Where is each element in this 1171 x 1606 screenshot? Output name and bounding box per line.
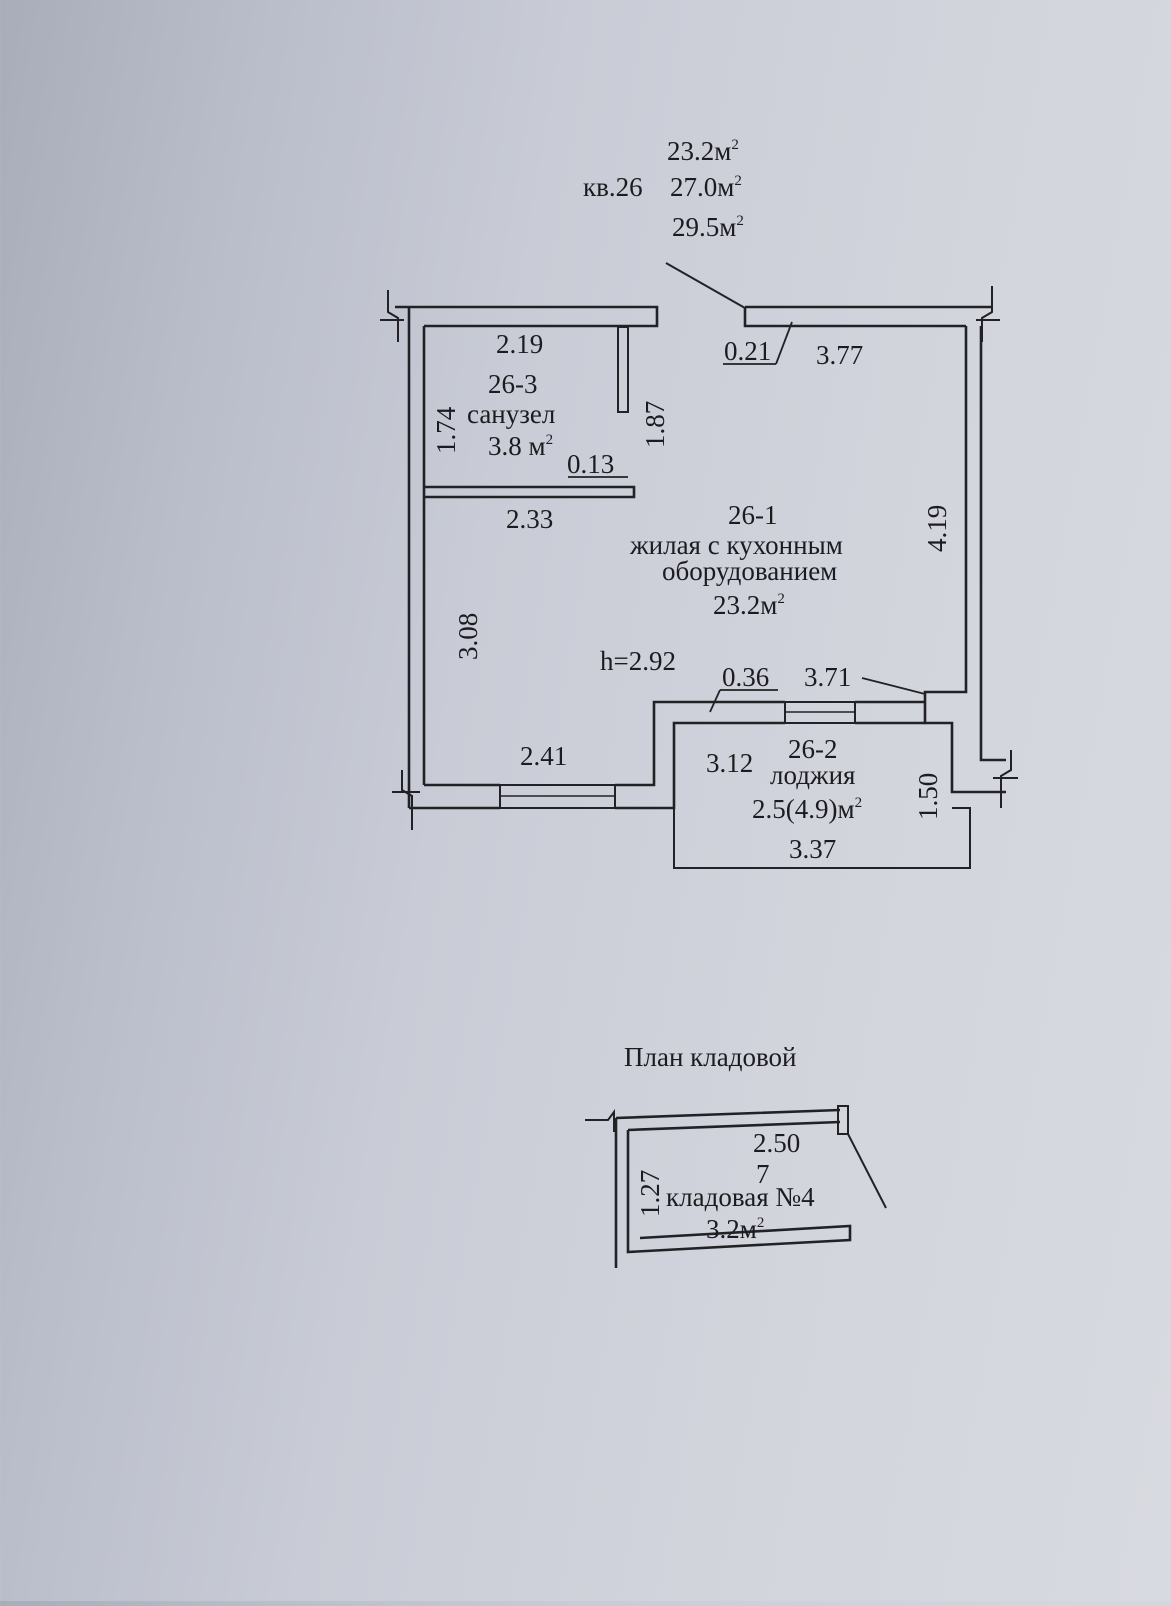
wall-loggia-recess xyxy=(615,700,785,810)
room-living-area: 23.2м xyxy=(713,590,777,620)
dim-below-bath: 2.33 xyxy=(506,504,553,534)
dim-window-left: 2.41 xyxy=(520,741,567,771)
room-loggia-label: 26-2 лоджия 2.5(4.9)м2 xyxy=(752,734,862,824)
svg-text:23.2м2: 23.2м2 xyxy=(667,136,739,166)
sup-2: 2 xyxy=(731,137,739,153)
dim-loggia-side: 1.50 xyxy=(913,773,943,820)
dim-living-left: 3.08 xyxy=(453,613,483,660)
room-loggia-area: 2.5(4.9)м xyxy=(752,794,855,824)
room-bath-area: 3.8 м xyxy=(488,431,546,461)
svg-text:23.2м2: 23.2м2 xyxy=(713,590,785,620)
dimension-labels: 2.19 1.74 1.87 0.13 0.21 3.77 4.19 2.33 … xyxy=(431,321,952,864)
wall-break-right-top xyxy=(976,286,1000,342)
header-leader-line xyxy=(665,262,746,309)
sup-2: 2 xyxy=(734,173,742,189)
storage-wall-right-post xyxy=(837,1105,849,1135)
storage-wall-outer xyxy=(614,1118,852,1268)
wall-loggia-right xyxy=(855,700,925,725)
storage-room-name: кладовая №4 xyxy=(666,1182,815,1212)
storage-wall-top xyxy=(615,1108,841,1132)
dim-loggia-step-slash xyxy=(709,689,721,713)
dim-bath-left-height: 1.74 xyxy=(431,406,461,454)
wall-break-left-bottom xyxy=(392,770,420,830)
wall-bottom-left xyxy=(409,783,500,810)
sup-2: 2 xyxy=(855,795,863,811)
dim-storage-width: 2.50 xyxy=(753,1128,800,1158)
dim-bath-width: 2.19 xyxy=(496,329,543,359)
wall-break-left-top xyxy=(380,290,404,342)
dim-living-right: 4.19 xyxy=(922,505,952,552)
storage-wall-break xyxy=(585,1109,615,1132)
svg-text:27.0м2: 27.0м2 xyxy=(670,172,742,202)
room-bath-label: 26-3 санузел 3.8 м2 xyxy=(467,369,555,461)
wall-break-right-bottom xyxy=(993,750,1018,808)
storage-room-id: 7 xyxy=(756,1159,770,1189)
dim-loggia-step: 0.36 xyxy=(722,662,769,692)
svg-text:2.5(4.9)м2: 2.5(4.9)м2 xyxy=(752,794,862,824)
area-with-loggia-label: 29.5м xyxy=(672,212,736,242)
svg-text:3.2м2: 3.2м2 xyxy=(706,1214,764,1244)
dim-entry-gap-slash xyxy=(775,321,793,365)
dim-loggia-top: 3.71 xyxy=(804,662,851,692)
room-living-id: 26-1 xyxy=(728,500,778,530)
wall-left xyxy=(407,307,426,808)
storage-walls xyxy=(585,1105,887,1268)
loggia-parapet xyxy=(673,807,971,869)
wall-top-left xyxy=(395,305,659,328)
storage-leader-line xyxy=(847,1133,887,1209)
dim-storage-height: 1.27 xyxy=(635,1170,665,1217)
svg-text:29.5м2: 29.5м2 xyxy=(672,212,744,242)
ceiling-height-label: h=2.92 xyxy=(600,646,676,676)
room-living-name-1: жилая с кухонным xyxy=(629,530,843,560)
dim-loggia-depth: 3.12 xyxy=(706,748,753,778)
sup-2: 2 xyxy=(757,1215,765,1231)
bathroom-partitions xyxy=(424,326,636,499)
apartment-number: кв.26 xyxy=(583,172,643,202)
storage-labels: 2.50 1.27 7 кладовая №4 3.2м2 xyxy=(635,1128,815,1244)
dim-loggia-top-leader xyxy=(861,677,926,695)
storage-plan-title: План кладовой xyxy=(624,1042,796,1072)
room-living-name-2: оборудованием xyxy=(662,556,837,586)
svg-text:3.8 м2: 3.8 м2 xyxy=(488,431,553,461)
dim-bath-right-height: 1.87 xyxy=(640,401,670,448)
wall-top-right xyxy=(743,305,992,328)
room-bath-name: санузел xyxy=(467,399,555,429)
room-bath-id: 26-3 xyxy=(488,369,538,399)
dim-loggia-bottom: 3.37 xyxy=(789,834,836,864)
sup-2: 2 xyxy=(777,591,785,607)
wall-right xyxy=(923,326,1006,794)
area-total-label: 27.0м xyxy=(670,172,734,202)
sup-2: 2 xyxy=(736,213,744,229)
storage-room-area: 3.2м xyxy=(706,1214,757,1244)
sup-2: 2 xyxy=(546,432,554,448)
room-loggia-id: 26-2 xyxy=(788,734,838,764)
bath-partition-bottom xyxy=(424,485,636,499)
dim-living-top: 3.77 xyxy=(816,340,863,370)
apartment-walls xyxy=(380,286,1018,869)
room-loggia-name: лоджия xyxy=(770,760,855,790)
dim-bath-wall: 0.13 xyxy=(567,449,614,479)
bath-partition-vertical xyxy=(617,326,629,413)
apartment-header: 23.2м2 кв.26 27.0м2 29.5м2 xyxy=(583,136,744,242)
dim-entry-gap: 0.21 xyxy=(724,336,771,366)
area-living-label: 23.2м xyxy=(667,136,731,166)
room-living-label: 26-1 жилая с кухонным оборудованием 23.2… xyxy=(629,500,843,620)
